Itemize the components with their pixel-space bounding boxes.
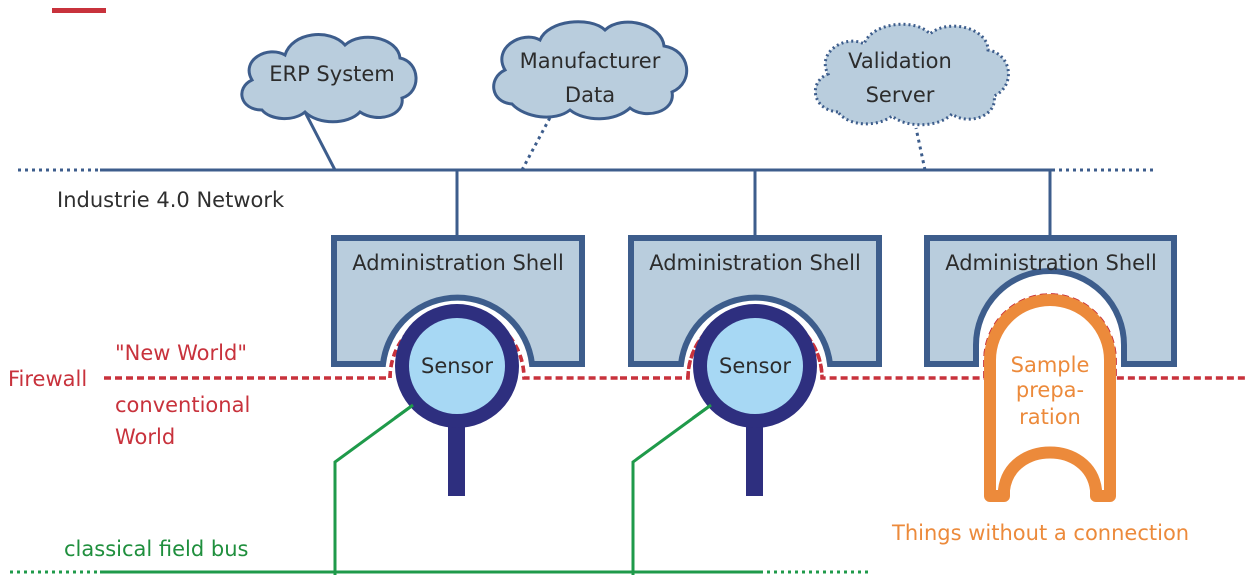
erp-connector — [303, 111, 337, 171]
sensor-1-wire — [333, 403, 414, 575]
sample-arch — [984, 294, 1116, 502]
cloud-erp-shape — [240, 33, 418, 124]
new-world-label: "New World" — [115, 341, 247, 365]
admin-shell-2: Administration Shell — [628, 235, 882, 367]
sample-line1: Sample — [1011, 353, 1090, 377]
things-label: Things without a connection — [891, 521, 1189, 545]
sensor-1-stem — [448, 425, 465, 496]
fieldbus-wire-tips — [394, 403, 712, 420]
cloud-validation-shape — [813, 22, 1010, 127]
validation-connector — [914, 127, 927, 171]
admin-shell-2-label: Administration Shell — [649, 251, 861, 275]
sample-preparation: Sample prepa- ration — [984, 294, 1116, 502]
cloud-manufacturer-shape — [492, 20, 689, 121]
fieldbus-wires — [10, 403, 870, 575]
sensor-2-stem — [746, 425, 763, 496]
cloud-validation-line1: Validation — [848, 49, 952, 73]
cloud-erp: ERP System — [240, 33, 418, 124]
sensor-2-wire-tip — [692, 403, 712, 420]
cloud-validation-line2: Server — [866, 83, 935, 107]
sample-line4: ration — [1019, 405, 1081, 429]
conventional-label-line2: World — [115, 425, 175, 449]
manufacturer-connector — [520, 111, 555, 171]
conventional-label-line1: conventional — [115, 393, 250, 417]
admin-shell-1: Administration Shell — [331, 235, 585, 367]
sensor-1-label: Sensor — [421, 354, 493, 378]
admin-shell-1-label: Administration Shell — [352, 251, 564, 275]
sensor-2-label: Sensor — [719, 354, 791, 378]
admin-shell-2-box — [628, 235, 882, 367]
cloud-manufacturer: Manufacturer Data — [492, 20, 689, 121]
network-bus — [18, 111, 1155, 238]
fieldbus-label: classical field bus — [64, 537, 248, 561]
sensor-1-face — [409, 318, 505, 414]
sensor-1: Sensor — [395, 304, 519, 496]
cloud-validation: Validation Server — [813, 22, 1010, 127]
sensor-2: Sensor — [693, 304, 817, 496]
network-label: Industrie 4.0 Network — [57, 188, 285, 212]
admin-shell-3: Administration Shell — [924, 235, 1177, 367]
sensor-2-wire — [631, 403, 712, 575]
cloud-manufacturer-line1: Manufacturer — [520, 49, 661, 73]
cloud-manufacturer-line2: Data — [565, 83, 615, 107]
cloud-erp-label: ERP System — [269, 62, 395, 86]
admin-shell-3-box — [924, 235, 1177, 367]
admin-shell-1-box — [331, 235, 585, 367]
firewall-label: Firewall — [8, 367, 87, 391]
admin-shell-3-label: Administration Shell — [945, 251, 1157, 275]
sample-line2: prepa- — [1016, 378, 1084, 402]
accent-bar — [52, 8, 106, 13]
sensor-2-face — [707, 318, 803, 414]
sensor-1-wire-tip — [394, 403, 414, 420]
